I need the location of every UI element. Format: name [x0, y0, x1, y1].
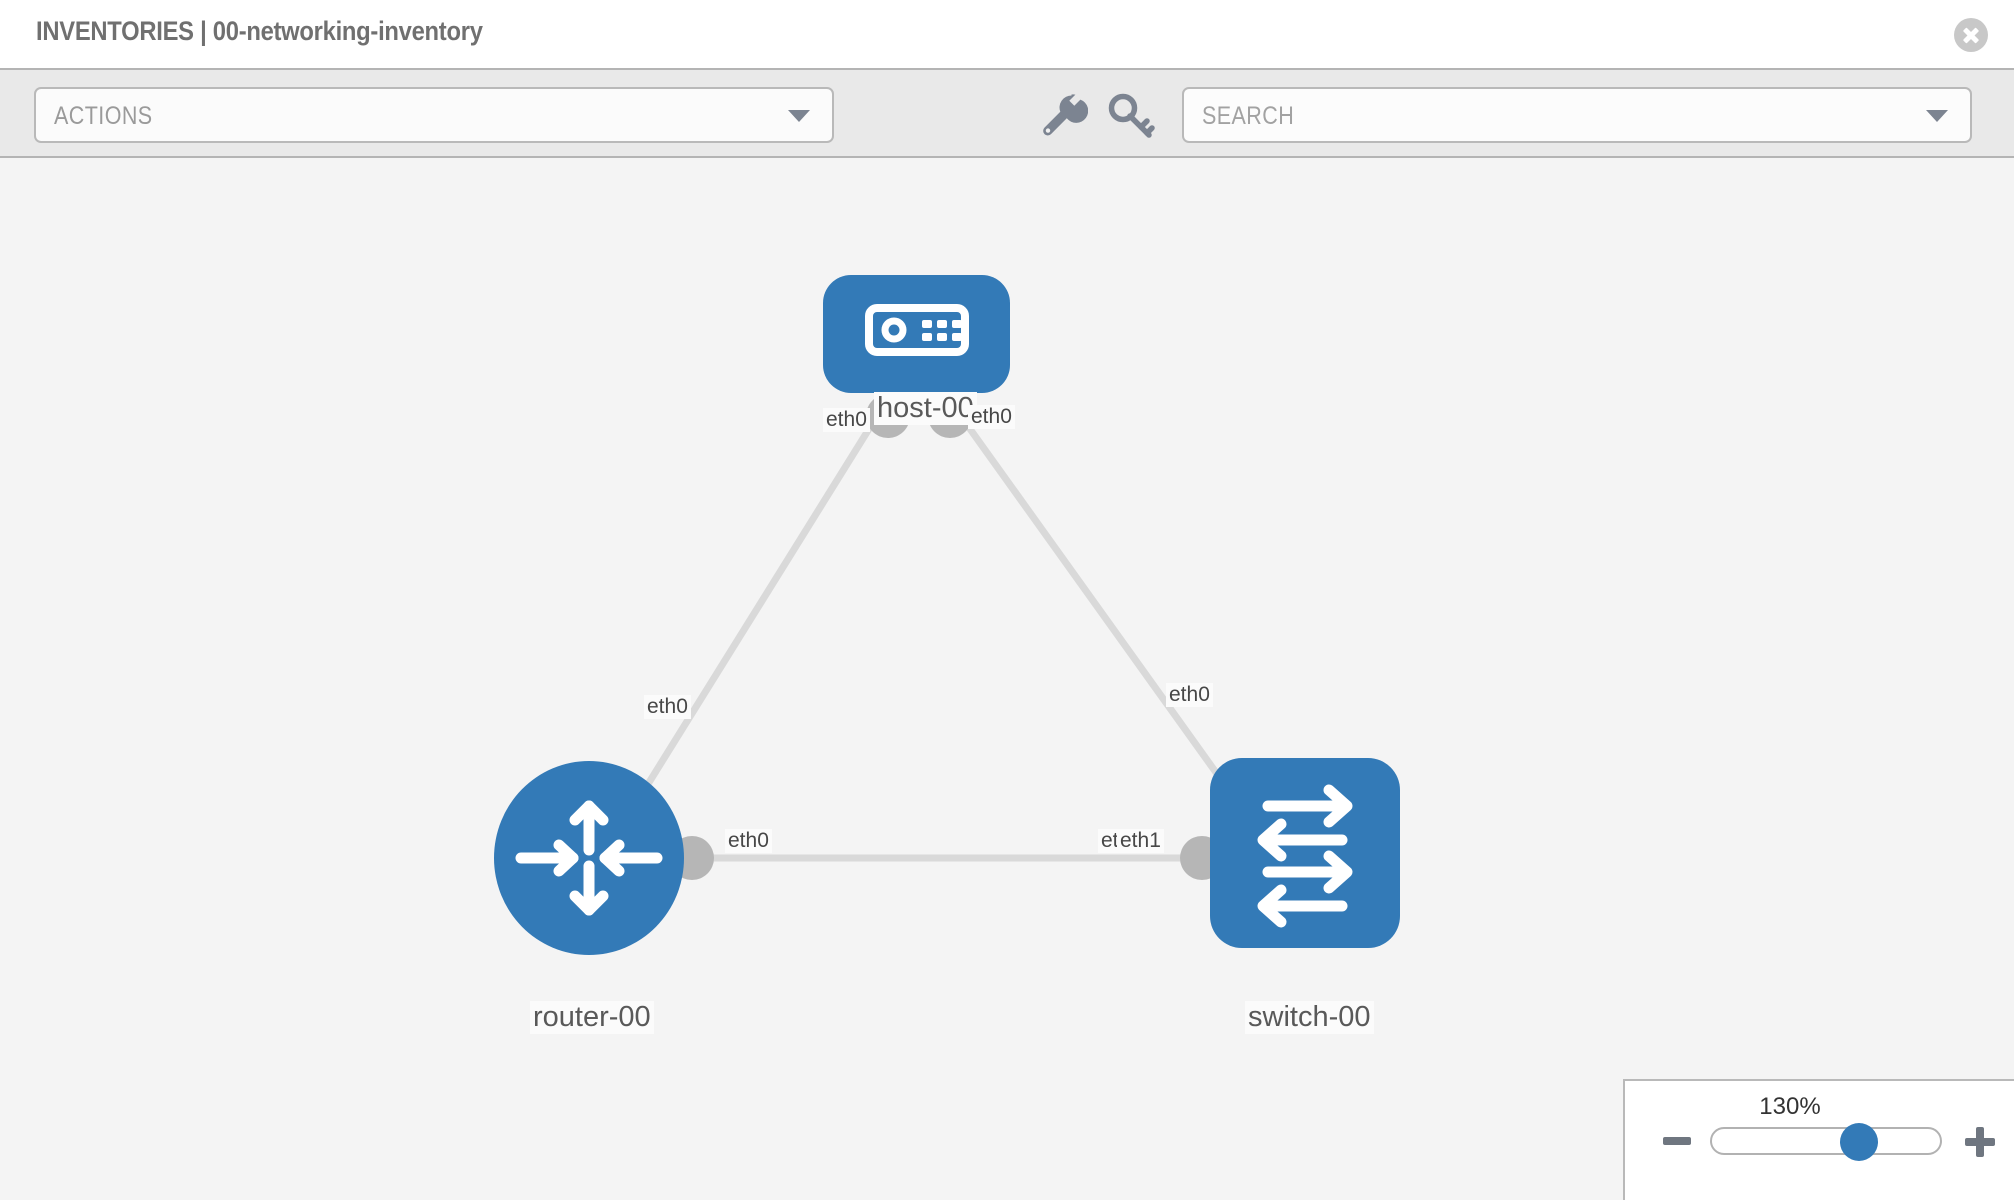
topology-canvas[interactable]: host-00 router-00 switch-00 eth0 eth0 et… — [0, 158, 2014, 1200]
toolbar: ACTIONS SEARCH — [0, 68, 2014, 158]
server-icon — [865, 304, 969, 356]
node-label-router-00: router-00 — [530, 1001, 654, 1034]
node-host-00 — [823, 275, 1010, 393]
page-title: INVENTORIES | 00-networking-inventory — [36, 16, 483, 46]
iface-label-router-up: eth0 — [644, 695, 691, 719]
iface-label-router-right: eth0 — [725, 829, 772, 853]
node-router-00 — [494, 761, 684, 955]
topology-graph — [494, 275, 1400, 955]
router-arrows-icon — [515, 800, 663, 916]
zoom-out-button[interactable] — [1663, 1137, 1691, 1145]
search-input[interactable]: SEARCH — [1182, 87, 1972, 143]
iface-label-host-right: eth0 — [968, 405, 1015, 429]
node-switch-00 — [1210, 758, 1400, 948]
switch-arrows-icon — [1257, 784, 1353, 928]
close-icon[interactable] — [1954, 18, 1988, 52]
actions-dropdown-label: ACTIONS — [54, 102, 153, 130]
page-header: INVENTORIES | 00-networking-inventory — [0, 0, 2014, 68]
topology-endpoints — [670, 394, 1256, 880]
node-label-switch-00: switch-00 — [1245, 1001, 1374, 1034]
node-label-host-00: host-00 — [874, 392, 977, 425]
iface-label-switch-left-b: eth1 — [1117, 829, 1164, 853]
link-host-router — [627, 406, 885, 815]
wrench-icon[interactable] — [1038, 90, 1089, 140]
zoom-slider-thumb[interactable] — [1840, 1123, 1879, 1161]
link-host-switch — [952, 405, 1248, 816]
zoom-in-button[interactable] — [1965, 1127, 1995, 1157]
key-icon[interactable] — [1106, 90, 1156, 140]
zoom-control-panel: 130% — [1623, 1079, 2014, 1200]
zoom-level-value: 130% — [1759, 1093, 1821, 1120]
zoom-slider-track[interactable] — [1710, 1123, 1942, 1161]
topology-links — [627, 405, 1248, 862]
chevron-down-icon — [788, 110, 810, 122]
iface-label-host-left: eth0 — [823, 408, 870, 432]
iface-label-switch-up: eth0 — [1166, 683, 1213, 707]
actions-dropdown[interactable]: ACTIONS — [34, 87, 834, 143]
search-placeholder: SEARCH — [1202, 102, 1295, 130]
chevron-down-icon — [1926, 110, 1948, 122]
